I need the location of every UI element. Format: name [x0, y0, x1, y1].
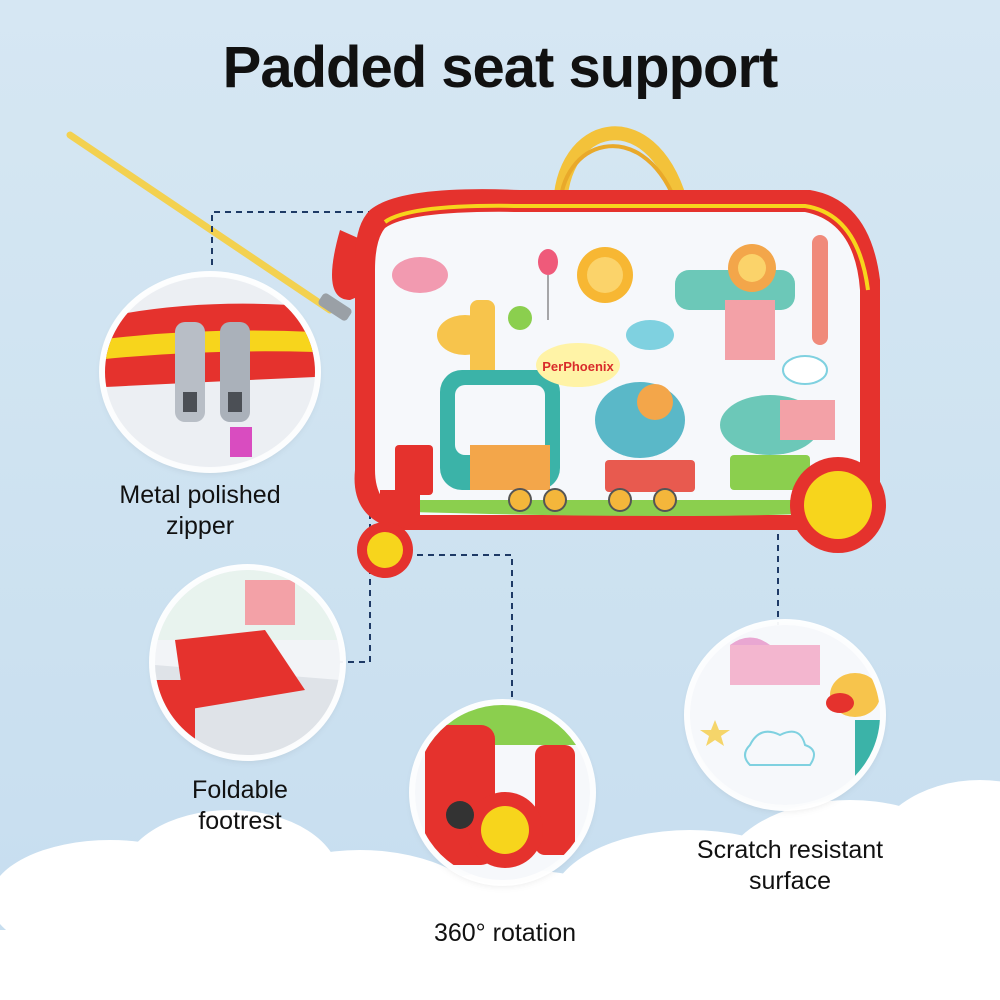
scratch-label-line1: Scratch resistant — [696, 836, 884, 864]
rotation-label-line1: 360° rotation — [433, 919, 577, 947]
surface-detail-photo — [690, 625, 880, 805]
footrest-detail-photo — [155, 570, 340, 755]
wheel-detail-photo — [415, 705, 590, 880]
brand-label: PerPhoenix — [542, 359, 614, 374]
page-title: Padded seat support — [222, 35, 779, 100]
scratch-label-line2: surface — [749, 867, 831, 896]
zipper-detail-photo — [105, 277, 315, 467]
zipper-label-line1: Metal polished — [119, 481, 281, 509]
scratch-label: Scratch resistant surface — [670, 835, 910, 898]
footrest-label-line2: footrest — [198, 807, 282, 836]
rotation-label: 360° rotation — [390, 918, 620, 949]
zipper-label: Metal polished zipper — [80, 480, 320, 543]
footrest-label-line1: Foldable — [192, 776, 288, 804]
footrest-label: Foldable footrest — [140, 775, 340, 838]
zipper-label-line2: zipper — [165, 512, 235, 541]
